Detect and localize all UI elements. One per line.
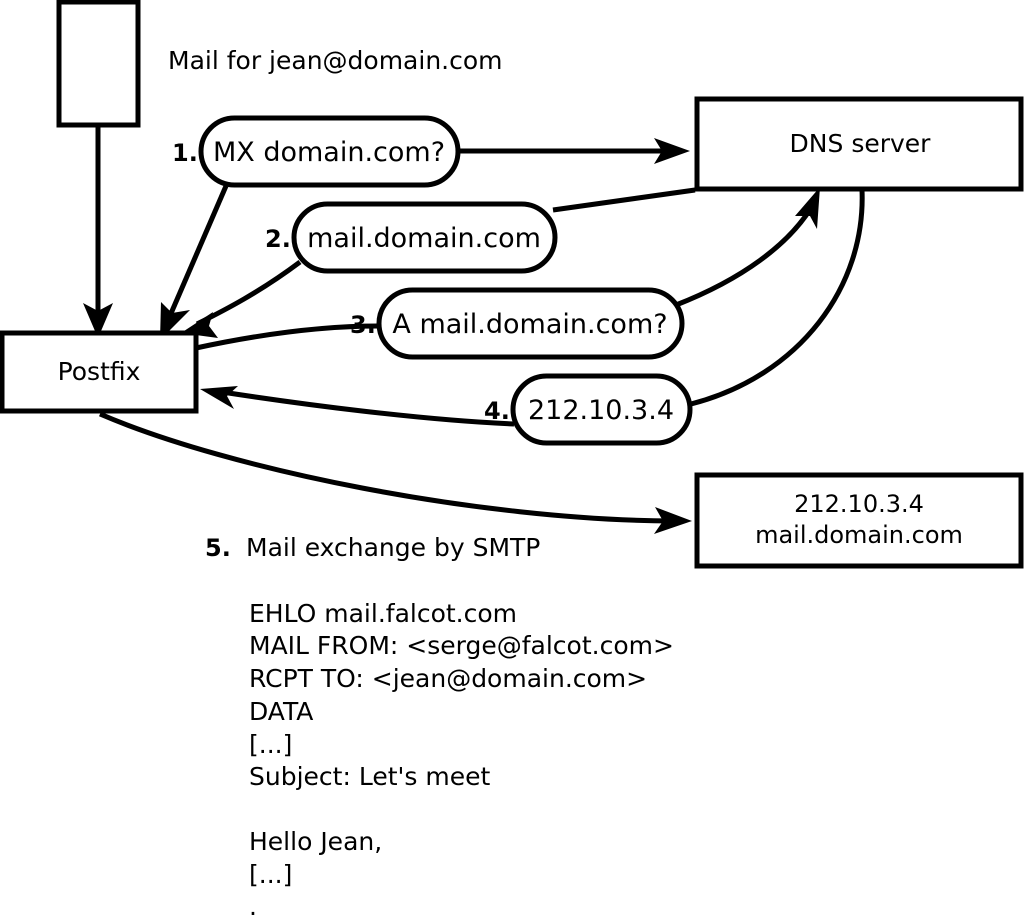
smtp-line-9: . (249, 892, 257, 919)
smtp-transcript: EHLO mail.falcot.com MAIL FROM: <serge@f… (249, 599, 674, 919)
smtp-line-4: [...] (249, 730, 292, 759)
connector-step4-tail (200, 386, 515, 427)
smtp-line-3: DATA (249, 697, 313, 726)
smtp-line-0: EHLO mail.falcot.com (249, 599, 517, 628)
node-postfix-label: Postfix (58, 357, 141, 386)
step-2-label: mail.domain.com (307, 223, 541, 254)
step-1-label: MX domain.com? (213, 137, 445, 168)
step-5-label: Mail exchange by SMTP (246, 533, 540, 562)
node-mail-client (56, 0, 141, 128)
smtp-line-7: Hello Jean, (249, 827, 382, 856)
connector-step3-from-postfix (195, 323, 380, 351)
step-5-number: 5. (205, 534, 231, 562)
connector-step4-from-dns (690, 189, 865, 407)
connector-step5-to-remote-mx (99, 411, 692, 534)
smtp-line-8: [...] (249, 860, 292, 889)
step-4-label: 212.10.3.4 (528, 395, 674, 426)
node-remote-mx-ip: 212.10.3.4 (794, 490, 924, 518)
step-3-number: 3. (350, 311, 376, 339)
step-3-bubble (376, 287, 685, 360)
step-4-number: 4. (484, 397, 510, 425)
mail-for-caption: Mail for jean@domain.com (168, 46, 503, 75)
connector-client-to-postfix (83, 125, 113, 338)
connector-step2-from-dns (552, 187, 696, 213)
step-1-bubble (198, 115, 461, 188)
step-4-bubble (510, 373, 693, 446)
connector-step3-to-dns (675, 187, 820, 308)
node-dns-server-label: DNS server (790, 129, 932, 158)
step-2-bubble (291, 201, 558, 274)
node-dns-server (694, 96, 1024, 192)
node-postfix (0, 330, 199, 414)
connector-step1-to-dns (458, 138, 690, 164)
smtp-line-1: MAIL FROM: <serge@falcot.com> (249, 631, 674, 660)
step-1-number: 1. (172, 139, 198, 167)
step-3-label: A mail.domain.com? (392, 309, 667, 340)
node-remote-mx (694, 472, 1024, 569)
smtp-line-5: Subject: Let's meet (249, 762, 490, 791)
node-remote-mx-host: mail.domain.com (755, 521, 963, 549)
smtp-line-2: RCPT TO: <jean@domain.com> (249, 664, 647, 693)
step-2-number: 2. (265, 225, 291, 253)
connector-step2-tail (181, 259, 302, 338)
